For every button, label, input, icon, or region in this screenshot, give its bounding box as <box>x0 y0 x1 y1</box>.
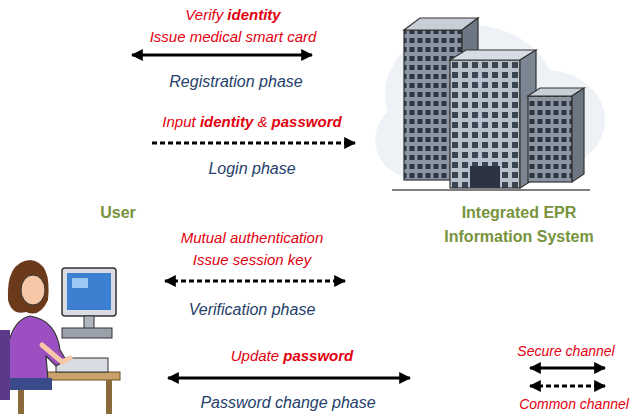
step-note: Mutual authenticationIssue session key <box>181 227 324 271</box>
legend-text: Secure channel <box>517 342 614 360</box>
phase-name: Login phase <box>208 159 295 179</box>
phase-name: Verification phase <box>189 300 316 320</box>
system-label: Integrated EPRInformation System <box>444 201 593 249</box>
legend-text: Common channel <box>519 395 629 413</box>
user-illustration <box>0 260 120 414</box>
phase-name: Password change phase <box>200 393 375 413</box>
legend-sample <box>530 385 605 388</box>
secure-arrow <box>132 54 312 57</box>
building-illustration <box>375 18 605 190</box>
legend-sample <box>530 367 605 370</box>
common-arrow <box>165 280 345 283</box>
step-note: Update password <box>231 345 354 367</box>
common-arrow <box>152 142 355 145</box>
step-note: Verify identityIssue medical smart card <box>150 4 317 48</box>
secure-arrow <box>168 377 410 380</box>
step-note: Input identity & password <box>162 111 341 133</box>
phase-name: Registration phase <box>169 72 302 92</box>
actor-label: User <box>100 201 136 225</box>
channel-arrows <box>132 55 605 386</box>
